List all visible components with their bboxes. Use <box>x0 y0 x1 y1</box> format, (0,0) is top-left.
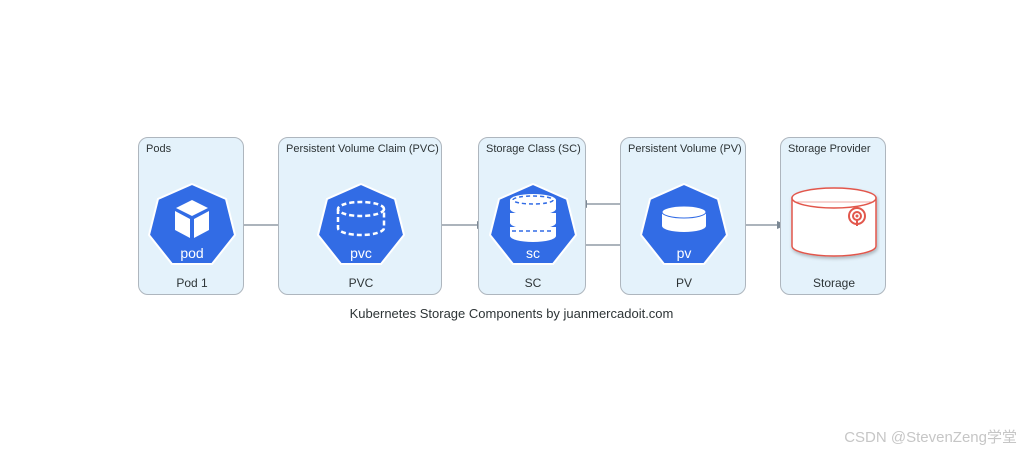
storage-cylinder-icon <box>791 187 877 257</box>
cluster-storage-provider: Storage Provider Storage <box>780 137 886 295</box>
cluster-pvc: Persistent Volume Claim (PVC) pvc PVC <box>278 137 442 295</box>
cluster-title: Persistent Volume (PV) <box>628 143 742 155</box>
k8s-pvc-icon: pvc <box>316 182 406 265</box>
cluster-title: Pods <box>146 143 172 155</box>
node-glyph: pod <box>180 245 203 261</box>
cluster-title: Persistent Volume Claim (PVC) <box>286 143 439 155</box>
cluster-title: Storage Class (SC) <box>486 143 581 155</box>
node-glyph: sc <box>526 245 540 261</box>
node-label-pv: PV <box>675 276 692 290</box>
diagram-caption: Kubernetes Storage Components by juanmer… <box>349 306 674 321</box>
node-label-pvc: PVC <box>348 276 374 290</box>
cluster-storage-class: Storage Class (SC) sc SC <box>478 137 586 295</box>
watermark: CSDN @StevenZeng学堂 <box>844 429 1017 446</box>
node-glyph: pv <box>677 245 692 261</box>
node-label-storage: Storage <box>812 276 856 290</box>
k8s-storage-class-icon: sc <box>488 182 578 265</box>
node-glyph: pvc <box>350 245 372 261</box>
node-label-sc: SC <box>524 276 542 290</box>
cluster-title: Storage Provider <box>788 143 871 155</box>
k8s-pod-icon: pod <box>147 182 237 265</box>
node-label-pod: Pod 1 <box>176 276 208 290</box>
k8s-pv-icon: pv <box>639 182 729 265</box>
cluster-pods: Pods pod Pod 1 <box>138 137 244 295</box>
cluster-persistent-volume: Persistent Volume (PV) pv PV <box>620 137 746 295</box>
